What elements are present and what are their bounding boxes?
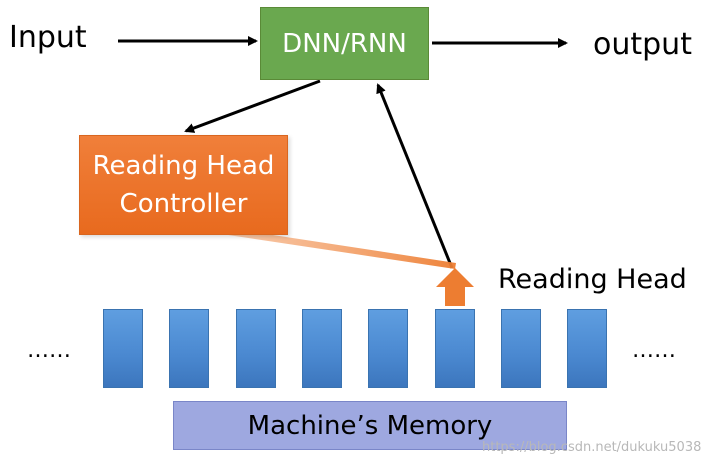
memory-cell	[103, 309, 143, 388]
machine-memory-label: Machine’s Memory	[247, 410, 493, 441]
dnn-rnn-box: DNN/RNN	[260, 7, 429, 80]
memory-cell	[302, 309, 342, 388]
machine-memory-box: Machine’s Memory	[173, 401, 567, 450]
read-result-arrow	[376, 83, 454, 269]
reading-head-controller-box: Reading Head Controller	[79, 135, 288, 235]
memory-cell	[368, 309, 408, 388]
reading-head-arrow-icon	[436, 268, 474, 306]
memory-cell	[501, 309, 541, 388]
watermark-text: https://blog.csdn.net/dukuku5038	[482, 440, 702, 455]
controller-label-line2: Controller	[119, 189, 248, 219]
memory-cell	[567, 309, 607, 388]
output-label: output	[593, 27, 692, 62]
input-label: Input	[9, 20, 87, 55]
controller-label-line1: Reading Head	[92, 151, 275, 181]
reading-head-label: Reading Head	[498, 264, 687, 295]
ellipsis-right: ……	[632, 338, 676, 363]
dnn-rnn-label: DNN/RNN	[282, 28, 407, 59]
controller-arrow	[184, 79, 321, 133]
memory-cell-read	[435, 309, 475, 388]
memory-cell	[169, 309, 209, 388]
memory-cell	[236, 309, 276, 388]
ellipsis-left: ……	[27, 338, 71, 363]
